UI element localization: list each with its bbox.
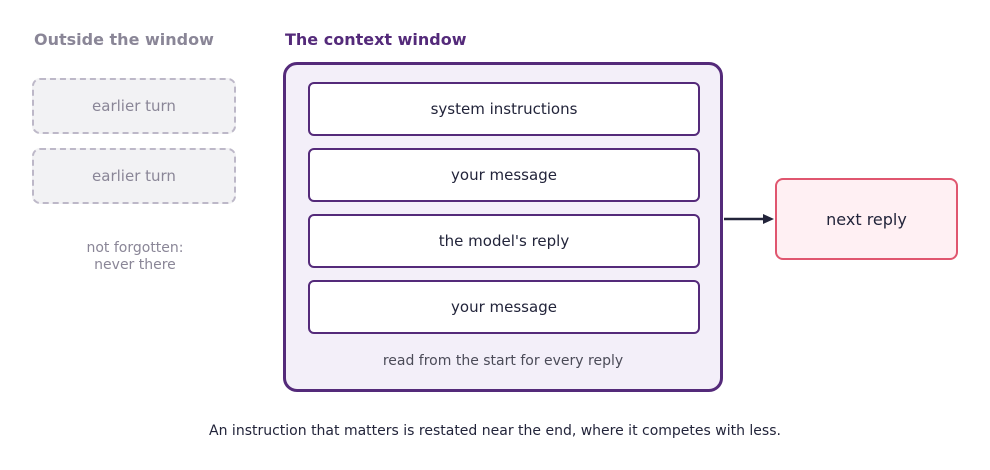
arrow-right-icon: [724, 214, 774, 224]
model-reply-box: the model's reply: [308, 214, 700, 268]
context-window-caption: read from the start for every reply: [382, 353, 624, 369]
earlier-turn-box: earlier turn: [32, 148, 236, 204]
outside-note-line: not forgotten:: [86, 240, 184, 256]
user-message-box: your message: [308, 280, 700, 334]
user-message-box: your message: [308, 148, 700, 202]
system-instructions-box: system instructions: [308, 82, 700, 136]
earlier-turn-box: earlier turn: [32, 78, 236, 134]
next-reply-box: next reply: [775, 178, 958, 260]
outside-note: not forgotten: never there: [34, 240, 236, 274]
context-window-box: system instructions your message the mod…: [283, 62, 723, 392]
outside-window-heading: Outside the window: [34, 30, 214, 49]
outside-note-line: never there: [94, 257, 176, 273]
context-window-heading: The context window: [285, 30, 467, 49]
footer-note: An instruction that matters is restated …: [209, 423, 781, 439]
